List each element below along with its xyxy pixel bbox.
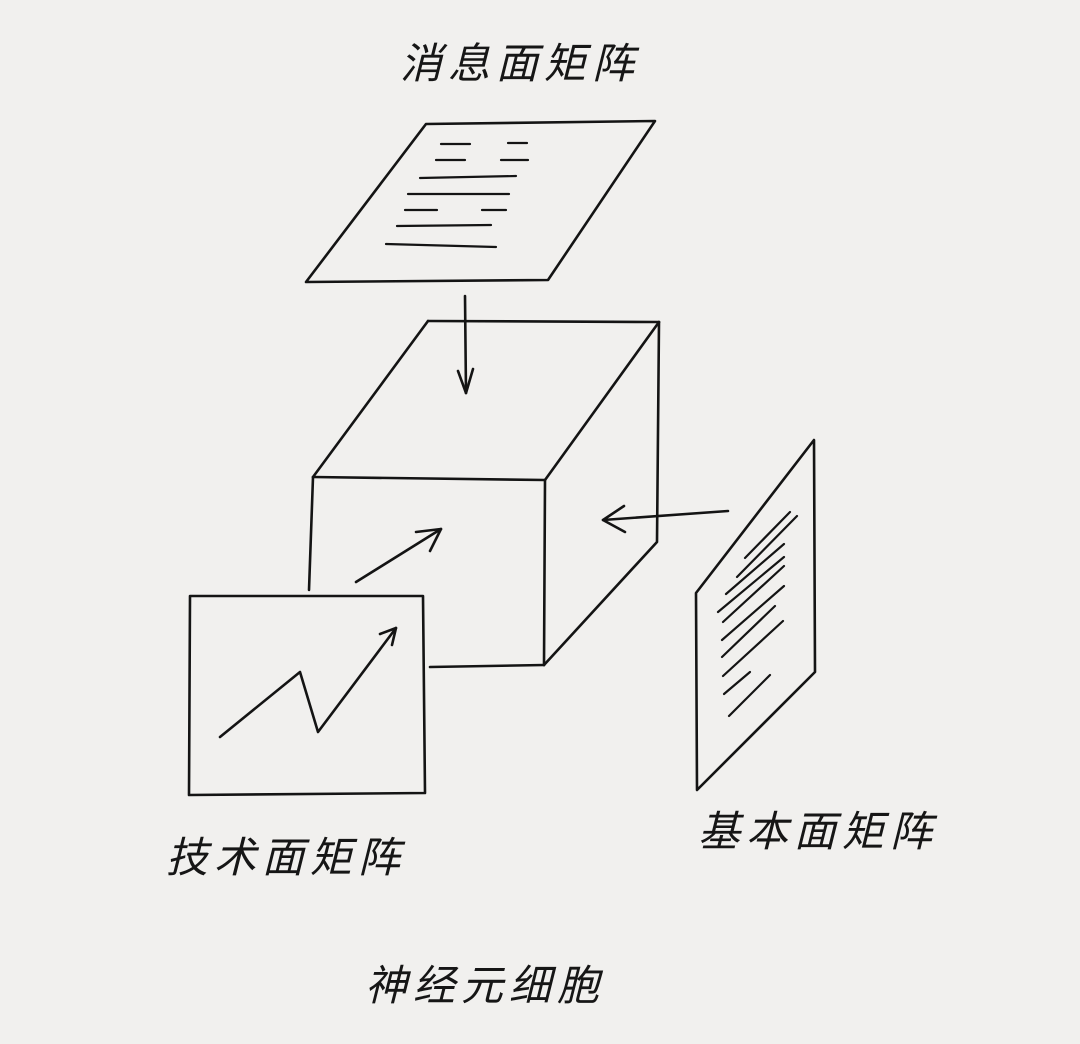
document-icon	[716, 510, 799, 718]
technical-input-arrow	[354, 527, 443, 584]
news-panel-outline	[304, 119, 657, 284]
technical-matrix-panel	[187, 594, 427, 797]
technical-matrix-label: 技术面矩阵	[166, 833, 406, 882]
news-matrix-label: 消息面矩阵	[400, 39, 640, 88]
neuron-cell-label: 神经元细胞	[365, 961, 605, 1010]
fundamental-panel-outline	[694, 438, 817, 792]
line-chart-icon	[218, 626, 398, 739]
news-matrix-panel	[304, 119, 657, 284]
technical-panel-outline	[187, 594, 427, 797]
cube-icon	[307, 319, 661, 669]
fundamental-matrix-panel	[694, 438, 817, 792]
fundamental-matrix-label: 基本面矩阵	[698, 807, 938, 856]
document-icon	[384, 141, 530, 249]
news-input-arrow	[456, 294, 475, 395]
fundamental-input-arrow	[601, 504, 730, 534]
